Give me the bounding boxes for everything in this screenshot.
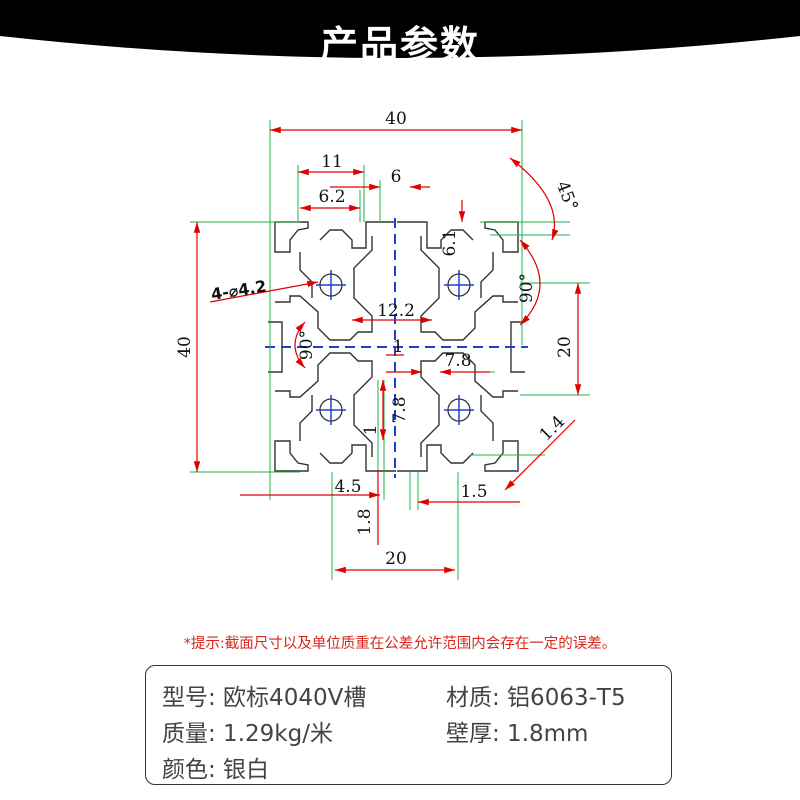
dim-angle-90-left: 90° <box>297 330 317 360</box>
spec-weight: 质量: 1.29kg/米 <box>162 721 333 747</box>
dim-1-4: 1.4 <box>536 412 569 445</box>
dim-angle-45: 45° <box>552 178 582 213</box>
dim-4-5: 4.5 <box>334 477 361 497</box>
dim-6-2: 6.2 <box>318 187 345 207</box>
dim-angle-90-right: 90° <box>517 273 537 303</box>
dim-height-total: 40 <box>175 336 195 358</box>
dim-7-8-vertical: 7.8 <box>390 396 410 423</box>
spec-material: 材质: 铝6063-T5 <box>446 685 626 711</box>
dim-12-2: 12.2 <box>377 301 415 321</box>
specs-box: 型号: 欧标4040V槽 材质: 铝6063-T5 质量: 1.29kg/米 壁… <box>145 665 672 785</box>
dim-1-5: 1.5 <box>460 482 487 502</box>
centerlines <box>265 218 528 478</box>
dim-6-1: 6.1 <box>440 229 460 256</box>
spec-color: 颜色: 银白 <box>162 757 270 783</box>
dim-hole-callout: 4-⌀4.2 <box>210 276 268 303</box>
dim-1-8: 1.8 <box>355 508 375 535</box>
dim-20-bottom: 20 <box>385 549 407 569</box>
extension-lines <box>190 120 590 580</box>
tolerance-note: *提示:截面尺寸以及单位质重在公差允许范围内会存在一定的误差。 <box>183 636 617 652</box>
dim-1-center: 1 <box>393 337 404 357</box>
dim-width-total: 40 <box>385 109 407 129</box>
dim-1-left: 1 <box>361 425 381 436</box>
spec-model: 型号: 欧标4040V槽 <box>162 685 367 711</box>
profile-drawing: 40 40 11 6 6.2 6.1 45° 90° 90° 4-⌀4.2 12… <box>175 109 590 580</box>
header-banner <box>0 0 800 58</box>
dimension-lines <box>193 126 582 574</box>
spec-thickness: 壁厚: 1.8mm <box>446 721 589 747</box>
page-title: 产品参数 <box>319 23 480 67</box>
dim-11: 11 <box>321 152 343 172</box>
dim-7-8-horizontal: 7.8 <box>444 351 471 371</box>
dim-6: 6 <box>391 167 402 187</box>
dim-20-right: 20 <box>555 336 575 358</box>
